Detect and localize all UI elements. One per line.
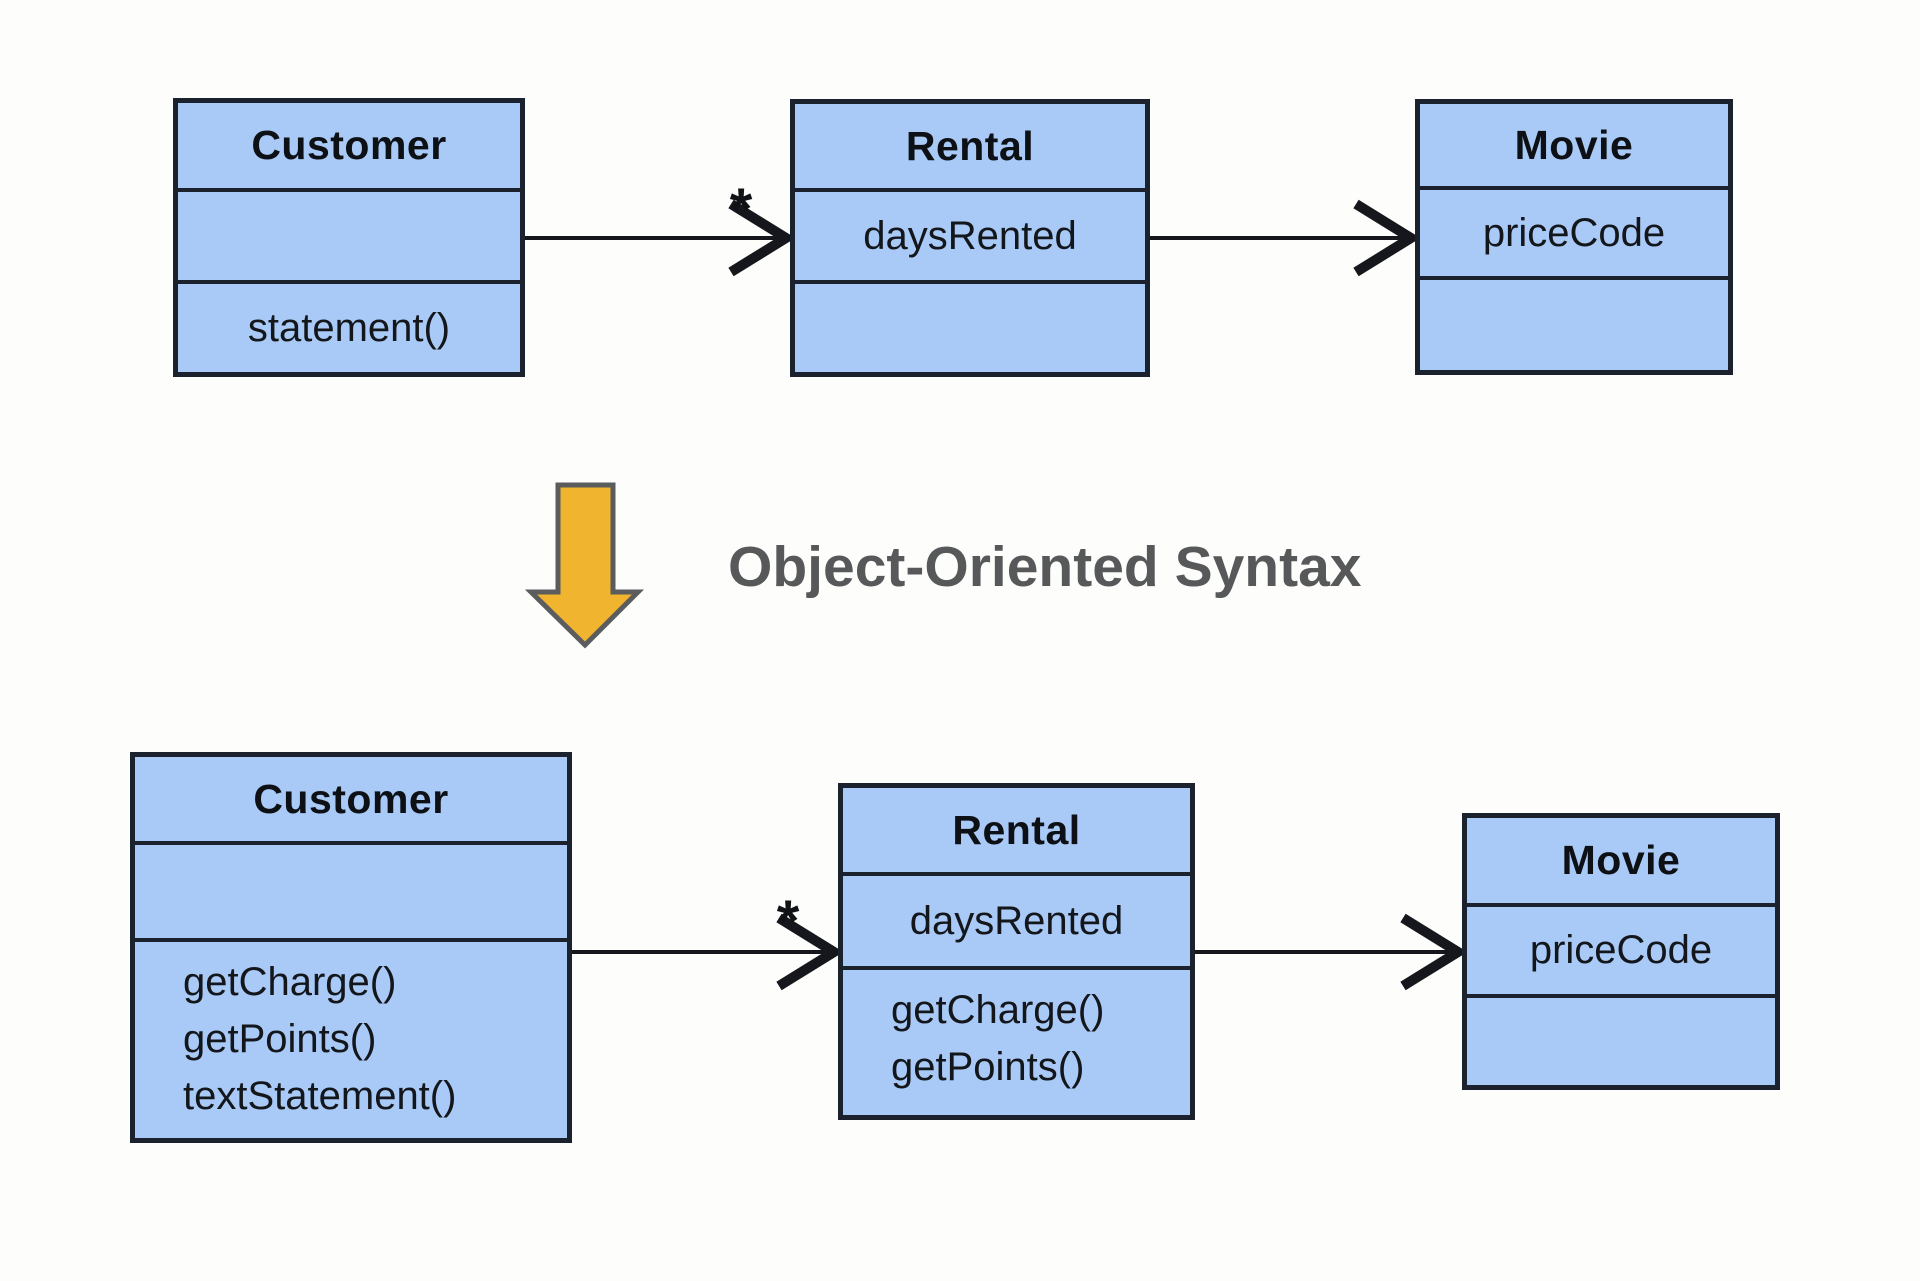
class-attributes (178, 192, 520, 284)
class-name: Movie (1467, 818, 1775, 907)
class-methods (1420, 280, 1728, 370)
transform-down-arrow-icon (524, 482, 645, 649)
class-box-customer-after: Customer getCharge() getPoints() textSta… (130, 752, 572, 1143)
class-name: Customer (135, 757, 567, 845)
attribute-label: daysRented (909, 898, 1124, 943)
attribute-label: priceCode (1529, 928, 1713, 972)
attribute-label: daysRented (863, 213, 1077, 258)
method-label: getCharge() (891, 988, 1105, 1032)
association-arrowhead-icon (776, 913, 844, 991)
association-arrowhead-icon (728, 199, 796, 277)
class-methods (795, 284, 1145, 372)
class-box-rental-after: Rental daysRented getCharge() getPoints(… (838, 783, 1195, 1120)
association-arrowhead-icon (1353, 199, 1421, 277)
multiplicity-asterisk: * (730, 177, 753, 242)
class-name: Rental (795, 104, 1145, 192)
class-attributes: daysRented (843, 876, 1190, 970)
class-box-movie-before: Movie priceCode (1415, 99, 1733, 375)
class-box-customer-before: Customer statement() (173, 98, 525, 377)
method-label: textStatement() (183, 1074, 457, 1118)
class-attributes: priceCode (1467, 907, 1775, 998)
class-attributes: priceCode (1420, 190, 1728, 280)
class-methods: statement() (178, 284, 520, 372)
method-label: statement() (247, 305, 451, 350)
class-attributes (135, 845, 567, 942)
class-methods: getCharge() getPoints() (843, 970, 1190, 1115)
method-label: getPoints() (891, 1045, 1085, 1089)
class-name: Customer (178, 103, 520, 192)
method-label: getCharge() (183, 960, 397, 1004)
attribute-label: priceCode (1482, 210, 1666, 255)
class-box-rental-before: Rental daysRented (790, 99, 1150, 377)
method-label: getPoints() (183, 1017, 377, 1061)
multiplicity-asterisk: * (777, 889, 800, 954)
class-methods (1467, 998, 1775, 1085)
class-attributes: daysRented (795, 192, 1145, 284)
caption-text: Object-Oriented Syntax (728, 535, 1362, 599)
class-name: Movie (1420, 104, 1728, 190)
class-methods: getCharge() getPoints() textStatement() (135, 942, 567, 1138)
association-arrowhead-icon (1400, 913, 1468, 991)
class-box-movie-after: Movie priceCode (1462, 813, 1780, 1090)
class-name: Rental (843, 788, 1190, 876)
